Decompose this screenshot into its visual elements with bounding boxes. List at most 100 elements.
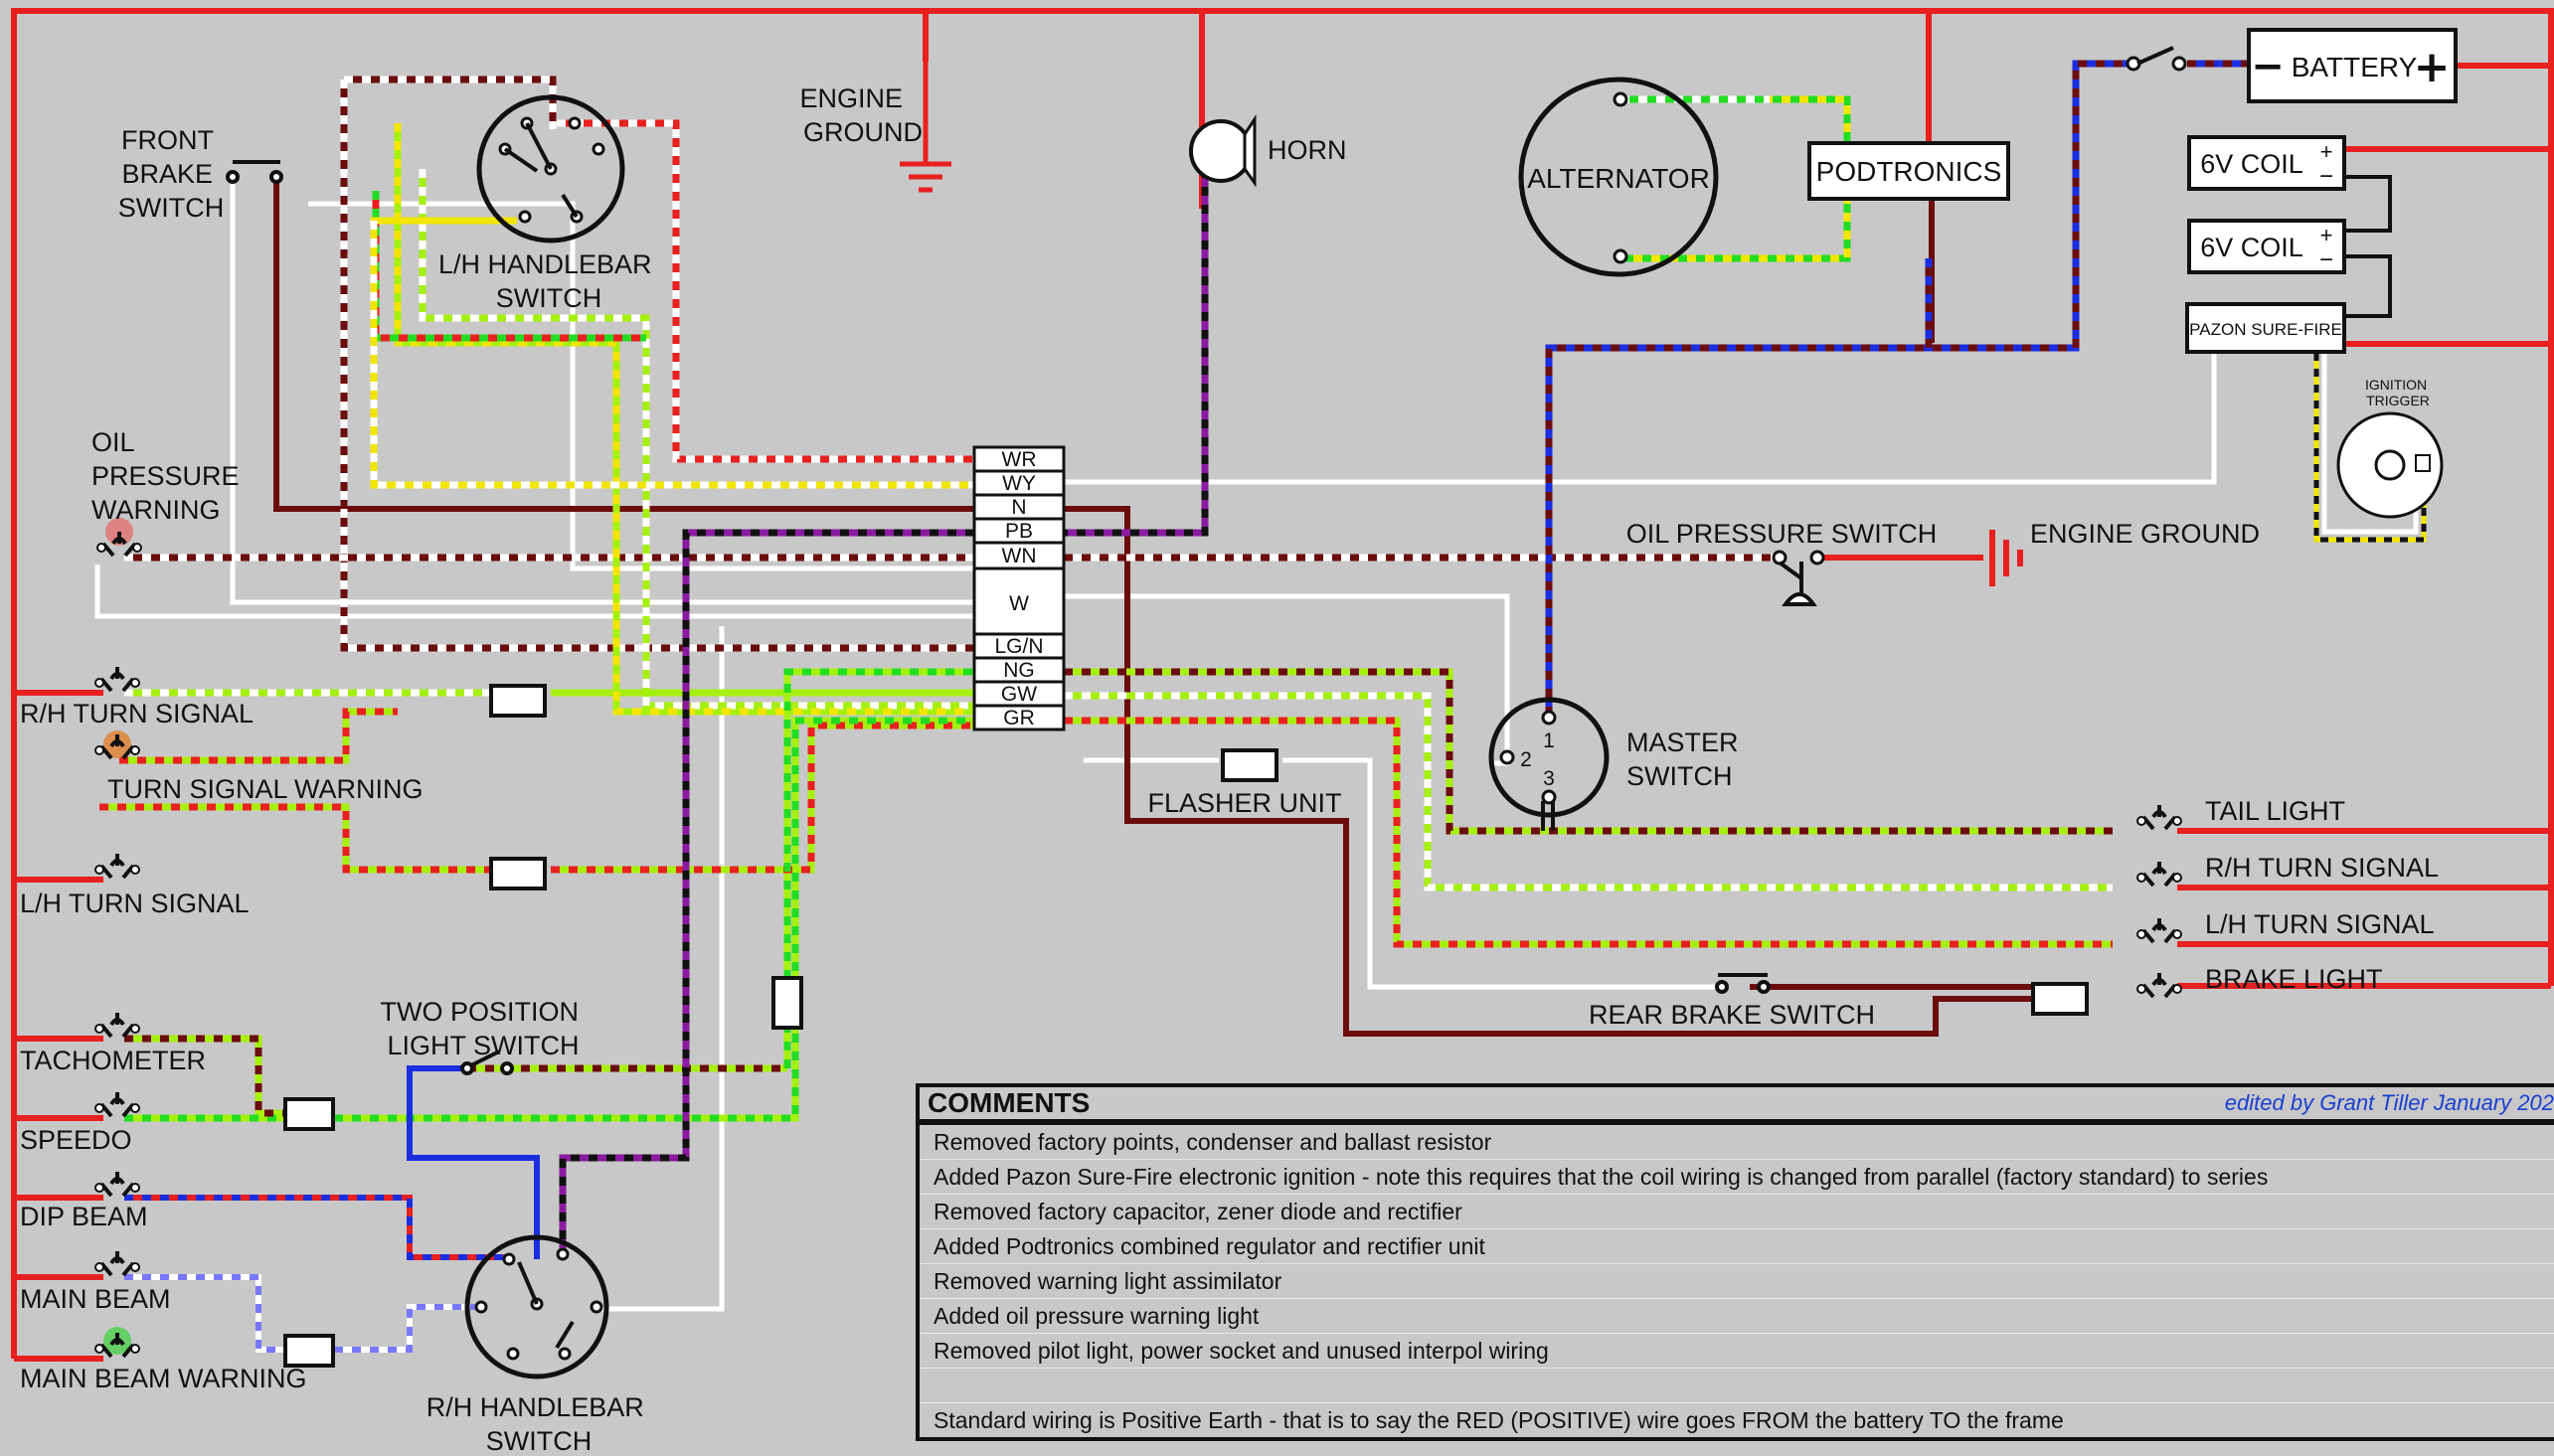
battery-label: BATTERY (2292, 52, 2418, 82)
brown-white-wiring (124, 76, 1780, 652)
connector-label-w: W (1009, 592, 1029, 615)
brake-resistor-box (2031, 982, 2089, 1016)
main-beam-warning-label: MAIN BEAM WARNING (20, 1364, 307, 1393)
comment-row: Removed warning light assimilator (920, 1264, 2554, 1299)
comment-row: Added Pazon Sure-Fire electronic ignitio… (920, 1160, 2554, 1195)
comment-row: Added oil pressure warning light (920, 1299, 2554, 1334)
connector-label-n: N (1011, 496, 1026, 519)
comments-credit: edited by Grant Tiller January 202 (2224, 1090, 2554, 1115)
coil-1-plus-icon: + (2320, 139, 2333, 164)
ignition-trigger-label: IGNITION TRIGGER (2365, 377, 2431, 408)
lh-turn-resistor-box (489, 857, 547, 890)
turn-signal-warning-label: TURN SIGNAL WARNING (107, 774, 424, 804)
master-switch-label: MASTER SWITCH (1626, 728, 1746, 791)
connector-label-gw: GW (1001, 683, 1037, 706)
right-rh-turn-signal-label: R/H TURN SIGNAL (2205, 853, 2439, 883)
battery-positive-terminal: + (2414, 42, 2451, 92)
tachometer-label: TACHOMETER (20, 1046, 206, 1075)
coil-2-box (2187, 219, 2346, 274)
comment-row: Standard wiring is Positive Earth - that… (934, 1407, 2064, 1433)
connector-label-pb: PB (1005, 520, 1033, 543)
brown-wiring (273, 147, 2033, 1037)
battery-box (2247, 28, 2458, 103)
comments-header: COMMENTS edited by Grant Tiller January … (920, 1087, 2554, 1125)
connector-label-lgn: LG/N (994, 635, 1043, 658)
brake-light-label: BRAKE LIGHT (2205, 964, 2383, 994)
vertical-resistor-box (771, 976, 803, 1030)
front-brake-switch-label: FRONT BRAKE SWITCH (118, 125, 224, 223)
comment-row: Removed factory capacitor, zener diode a… (920, 1195, 2554, 1229)
horn-label: HORN (1268, 135, 1347, 165)
main-beam-resistor-box (283, 1334, 335, 1368)
connector-label-gr: GR (1003, 707, 1035, 729)
blue-wiring (124, 1065, 540, 1353)
lh-handlebar-switch-symbol (476, 94, 625, 243)
two-position-light-switch-label: TWO POSITION LIGHT SWITCH (380, 997, 586, 1060)
lh-handlebar-switch-label: L/H HANDLEBAR SWITCH (438, 249, 659, 313)
rh-handlebar-switch-label: R/H HANDLEBAR SWITCH (426, 1392, 652, 1456)
comment-row: Removed factory points, condenser and ba… (920, 1125, 2554, 1160)
pazon-label: PAZON SURE-FIRE (2189, 320, 2342, 339)
master-terminal-2: 2 (1520, 748, 1532, 771)
comments-title: COMMENTS (928, 1087, 1091, 1118)
coil-2-plus-icon: + (2320, 223, 2333, 247)
main-beam-label: MAIN BEAM (20, 1284, 171, 1314)
engine-ground-right-label: ENGINE GROUND (2030, 519, 2260, 549)
engine-ground-right-symbol (1989, 530, 2023, 586)
master-switch-symbol (1488, 697, 1610, 831)
left-bulbs (93, 665, 141, 1359)
engine-ground-top-symbol (900, 62, 951, 193)
oil-pressure-switch-label: OIL PRESSURE SWITCH (1626, 519, 1938, 549)
flasher-unit-label: FLASHER UNIT (1147, 788, 1341, 818)
two-position-light-switch-symbol (460, 1050, 514, 1075)
coil-2-minus-icon: − (2319, 246, 2333, 273)
comments-panel: COMMENTS edited by Grant Tiller January … (916, 1083, 2554, 1441)
oil-pressure-warning-label: OIL PRESSURE WARNING (91, 427, 247, 525)
comment-row: Added Podtronics combined regulator and … (920, 1229, 2554, 1264)
connector-label-ng: NG (1003, 659, 1035, 682)
oil-pressure-warning-bulb (95, 518, 143, 558)
podtronics-label: PODTRONICS (1816, 156, 2002, 187)
rear-brake-switch-symbol (1715, 973, 1771, 994)
coil-links (2344, 175, 2392, 318)
alternator-label: ALTERNATOR (1527, 163, 1710, 194)
right-lh-turn-signal-label: L/H TURN SIGNAL (2205, 909, 2435, 939)
right-bulbs (2135, 803, 2183, 999)
purple-black-wiring (559, 169, 1209, 1257)
pazon-box (2185, 302, 2346, 354)
rh-turn-resistor-box (489, 684, 547, 718)
coil-1-box (2187, 135, 2346, 191)
coil-1-minus-icon: − (2319, 163, 2333, 190)
horn-symbol (1189, 114, 1257, 188)
tail-light-label: TAIL LIGHT (2205, 796, 2345, 826)
flasher-unit-box (1221, 748, 1278, 782)
speedo-label: SPEEDO (20, 1125, 132, 1155)
battery-switch-symbol (2126, 46, 2187, 72)
battery-negative-terminal: − (2251, 44, 2285, 89)
ignition-trigger-symbol (2336, 411, 2444, 519)
alternator-symbol (1518, 77, 1719, 277)
comment-row (920, 1369, 2554, 1403)
blue-brown-wiring (1545, 60, 2249, 716)
comment-row: Removed pilot light, power socket and un… (920, 1334, 2554, 1369)
coil-1-label: 6V COIL (2200, 149, 2303, 179)
green-multicolor-wiring (99, 123, 2113, 1122)
rear-brake-switch-label: REAR BRAKE SWITCH (1589, 1000, 1875, 1030)
connector-label-wr: WR (1002, 448, 1037, 471)
master-terminal-3: 3 (1543, 767, 1555, 790)
connector-block (972, 445, 1066, 731)
dip-beam-label: DIP BEAM (20, 1202, 148, 1231)
front-brake-switch-symbol (226, 160, 283, 184)
connector-label-wy: WY (1002, 472, 1036, 495)
coil-2-label: 6V COIL (2200, 233, 2303, 262)
connector-label-wn: WN (1002, 545, 1037, 567)
speedo-resistor-box (283, 1097, 335, 1131)
left-rh-turn-signal-label: R/H TURN SIGNAL (20, 699, 254, 728)
podtronics-box (1807, 141, 2010, 201)
oil-pressure-switch-symbol (1772, 550, 1825, 606)
white-wiring (94, 179, 2217, 1312)
red-yellow-wiring (370, 119, 974, 489)
left-lh-turn-signal-label: L/H TURN SIGNAL (20, 889, 250, 918)
engine-ground-top-label: ENGINE GROUND (799, 83, 923, 147)
